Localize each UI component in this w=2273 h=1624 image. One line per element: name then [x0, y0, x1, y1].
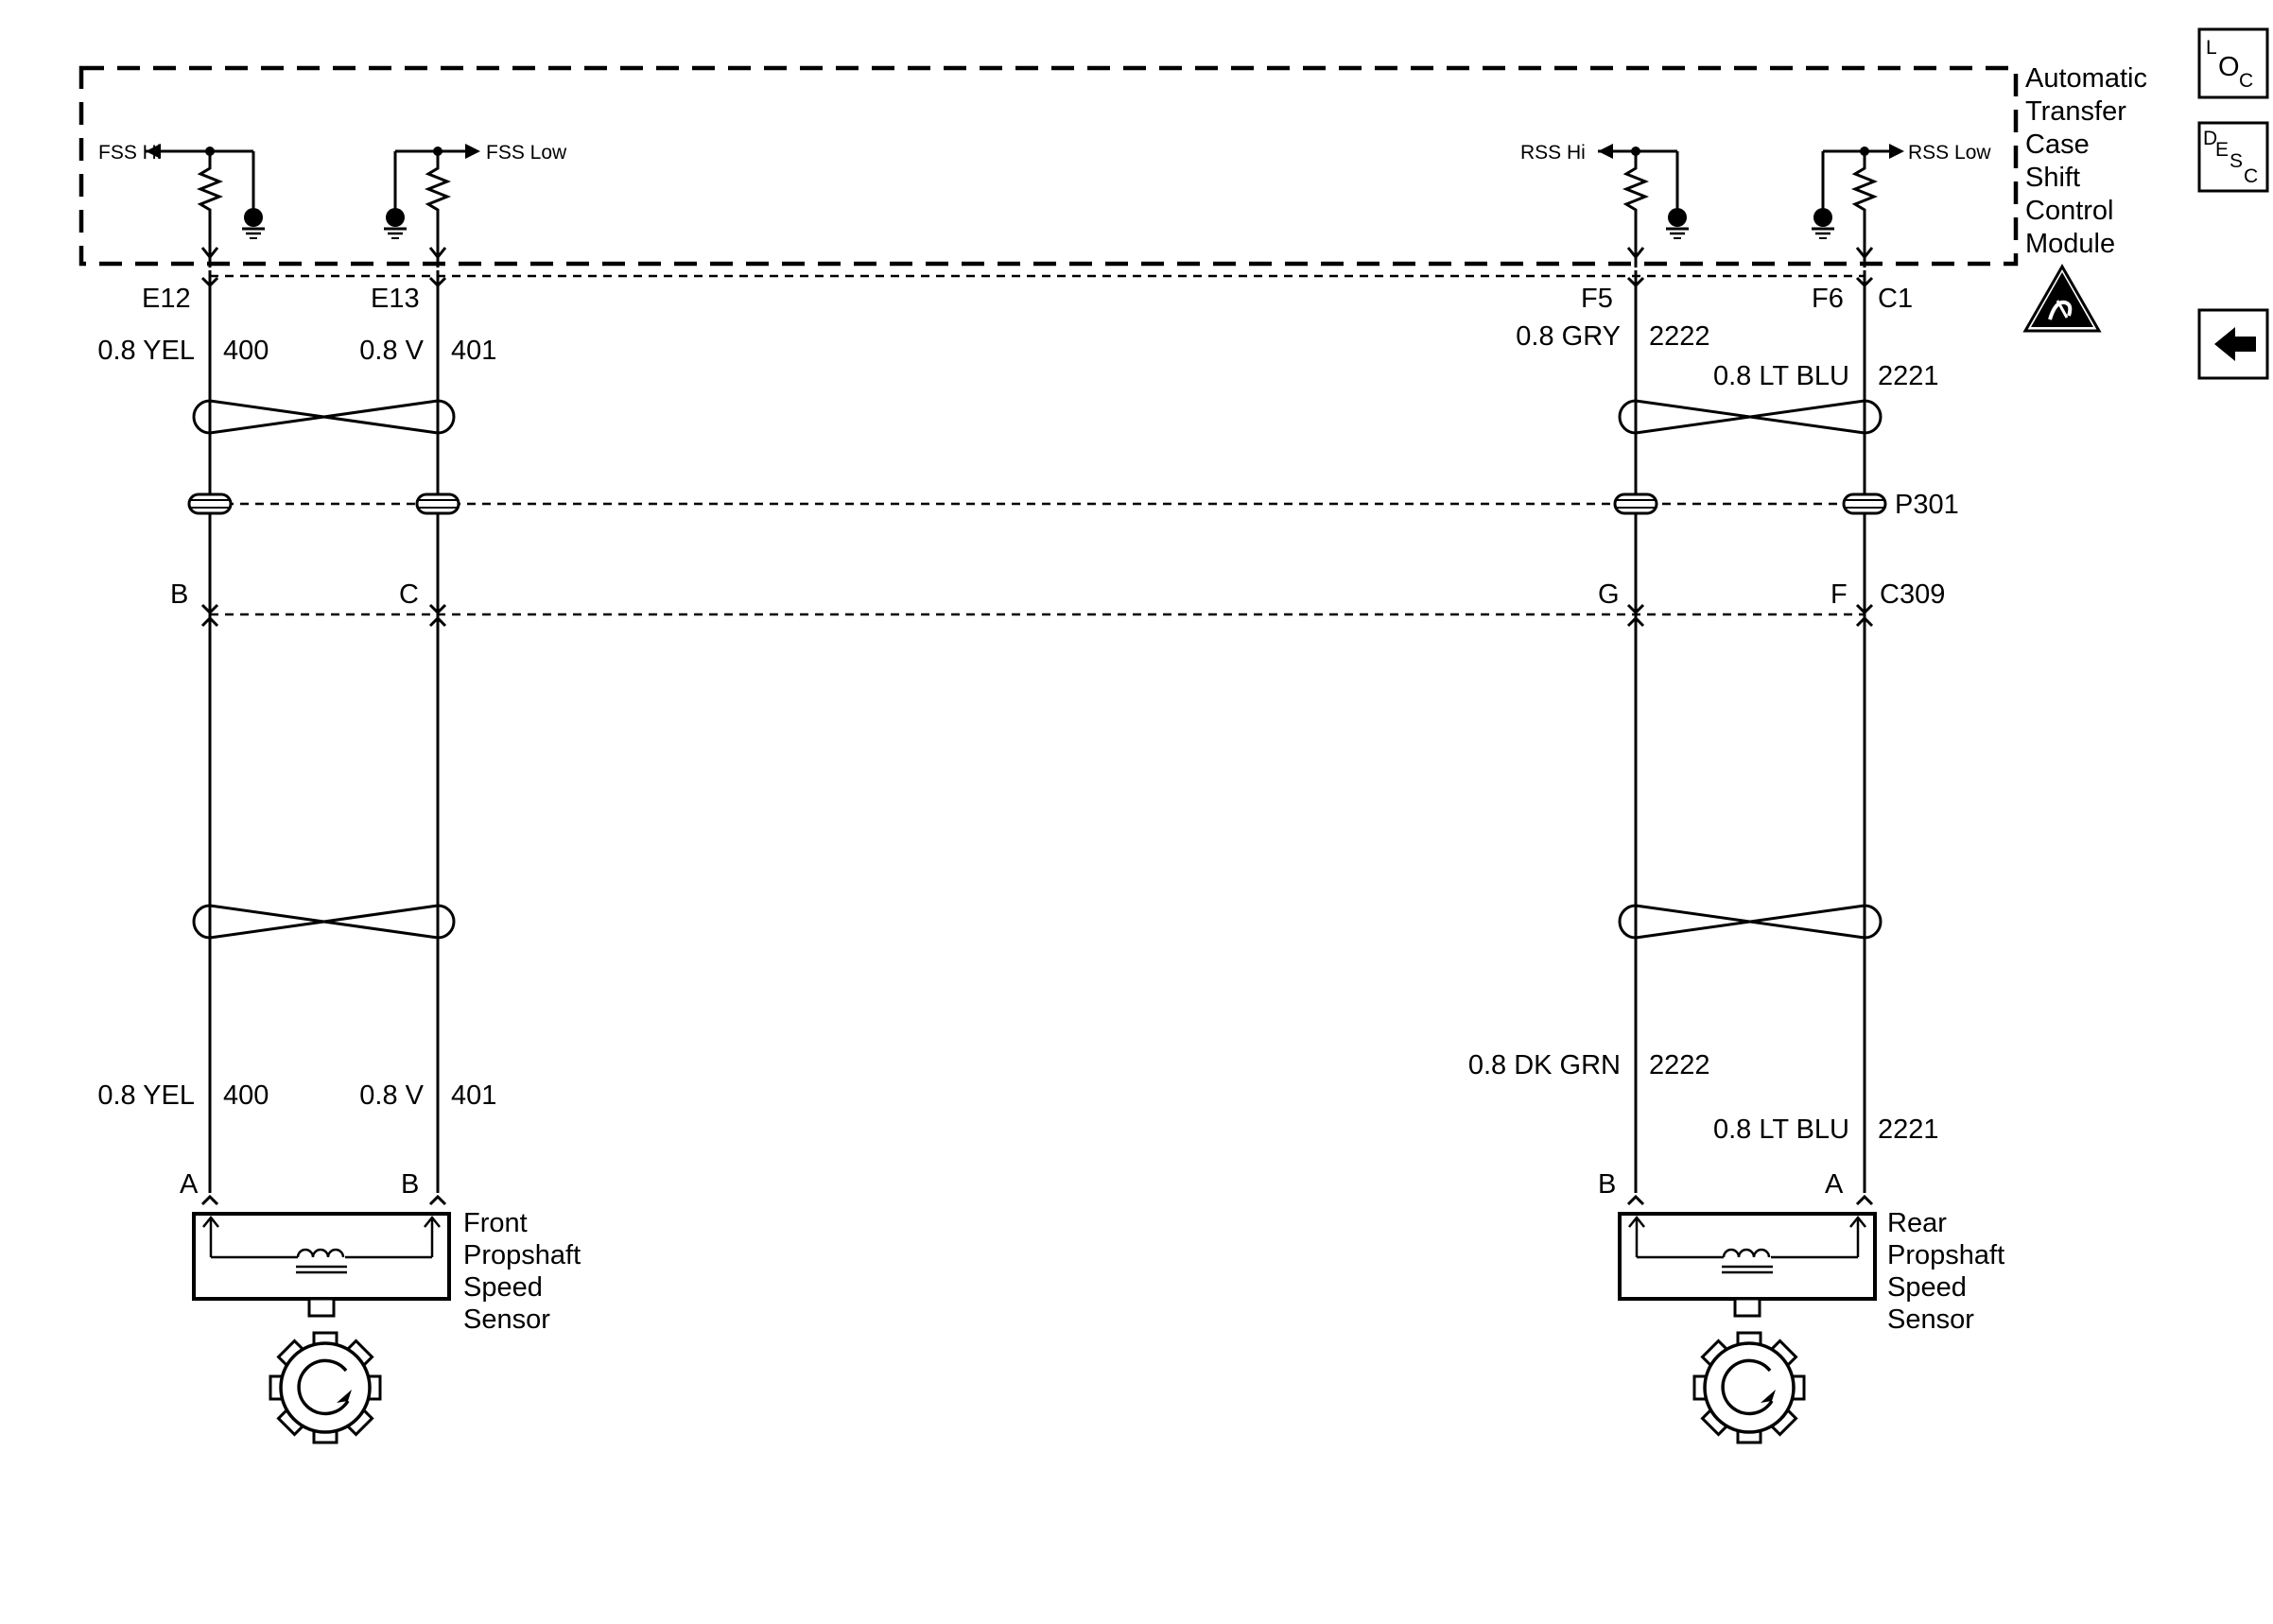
description-button-glyph: C: [2244, 165, 2258, 187]
module-pin-label: F6: [1812, 284, 1844, 314]
front-sensor-name-line: Front: [463, 1208, 528, 1238]
inline-pin-label: G: [1598, 579, 1620, 610]
module-pin-label: F5: [1581, 284, 1613, 314]
inline-pin-label: C: [399, 579, 419, 610]
location-button-glyph: O: [2218, 52, 2240, 82]
sensor-pin-label: A: [1825, 1169, 1844, 1200]
module-name-line: Case: [2025, 130, 2090, 160]
wire-color-label: 0.8 YEL: [97, 1080, 195, 1111]
circuit-number-label: 401: [451, 1080, 496, 1111]
twisted-pair-front-upper: [192, 399, 456, 435]
rss-hi-label: RSS Hi: [1520, 142, 1586, 164]
circuit-number-label: 2221: [1878, 1114, 1939, 1145]
fss-low-label: FSS Low: [486, 142, 567, 164]
circuit-number-label: 400: [223, 1080, 269, 1111]
back-button[interactable]: [2197, 308, 2269, 380]
description-button-glyph: E: [2215, 139, 2229, 161]
splice-pack-label: P301: [1895, 490, 1959, 520]
twisted-pair-front-lower: [192, 904, 456, 940]
circuit-number-label: 400: [223, 336, 269, 366]
location-button-glyph: C: [2239, 70, 2253, 92]
rear-reluctor-wheel-icon: [1670, 1308, 1829, 1467]
sensor-pin-label: A: [180, 1169, 199, 1200]
front-sensor-name-line: Sensor: [463, 1304, 550, 1335]
module-name: Automatic Transfer Case Shift Control Mo…: [2025, 63, 2155, 259]
wire-color-label: 0.8 LT BLU: [1713, 1114, 1849, 1145]
circuit-number-label: 401: [451, 336, 496, 366]
rear-sensor-name: Rear Propshaft Speed Sensor: [1887, 1208, 2012, 1335]
module-name-line: Control: [2025, 196, 2114, 226]
module-name-line: Shift: [2025, 163, 2080, 193]
rear-propshaft-speed-sensor: Rear Propshaft Speed Sensor: [1618, 1208, 2012, 1335]
fss-hi-circuit: FSS Hi: [98, 142, 267, 268]
module-name-line: Automatic: [2025, 63, 2147, 94]
front-propshaft-speed-sensor: Front Propshaft Speed Sensor: [192, 1208, 588, 1335]
sensor-pin-label: B: [1598, 1169, 1616, 1200]
wire-color-label: 0.8 YEL: [97, 336, 195, 366]
fss-hi-label: FSS Hi: [98, 142, 162, 164]
twisted-pair-rear-upper: [1618, 399, 1883, 435]
inline-pin-label: B: [170, 579, 188, 610]
front-sensor-name-line: Propshaft: [463, 1240, 581, 1270]
wire-color-label: 0.8 LT BLU: [1713, 361, 1849, 391]
module-name-line: Module: [2025, 229, 2115, 259]
rear-sensor-name-line: Speed: [1887, 1272, 1967, 1303]
inline-pin-label: F: [1831, 579, 1848, 610]
module-connector-label: C1: [1878, 284, 1913, 314]
circuit-number-label: 2222: [1649, 1050, 1710, 1080]
wire-color-label: 0.8 V: [359, 336, 424, 366]
front-sensor-name-line: Speed: [463, 1272, 543, 1303]
location-button-glyph: L: [2206, 37, 2217, 59]
rss-hi-circuit: RSS Hi: [1520, 142, 1691, 268]
inline-connector-label: C309: [1880, 579, 1945, 610]
splice-pack-terminals: [187, 492, 1887, 515]
fss-low-circuit: FSS Low: [382, 142, 567, 268]
front-sensor-name: Front Propshaft Speed Sensor: [463, 1208, 588, 1335]
module-name-line: Transfer: [2025, 96, 2126, 127]
front-reluctor-wheel-icon: [246, 1308, 405, 1467]
description-button[interactable]: D E S C: [2197, 121, 2269, 193]
electrostatic-discharge-icon: [2022, 263, 2102, 333]
rss-low-circuit: RSS Low: [1810, 142, 1991, 268]
left-arrow-icon: [2214, 327, 2256, 361]
circuit-number-label: 2222: [1649, 321, 1710, 352]
rear-sensor-name-line: Rear: [1887, 1208, 1947, 1238]
module-pin-label: E13: [371, 284, 420, 314]
wire-color-label: 0.8 DK GRN: [1468, 1050, 1621, 1080]
module-boundary: [78, 65, 2019, 267]
connector-terminals: [200, 276, 1874, 1206]
description-button-glyph: S: [2230, 150, 2243, 172]
module-pin-label: E12: [142, 284, 191, 314]
sensor-pin-label: B: [401, 1169, 419, 1200]
twisted-pair-rear-lower: [1618, 904, 1883, 940]
rss-low-label: RSS Low: [1908, 142, 1991, 164]
description-button-glyph: D: [2203, 128, 2217, 149]
wire-color-label: 0.8 GRY: [1516, 321, 1621, 352]
rear-sensor-name-line: Propshaft: [1887, 1240, 2004, 1270]
wire-color-label: 0.8 V: [359, 1080, 424, 1111]
circuit-number-label: 2221: [1878, 361, 1939, 391]
location-button[interactable]: L O C: [2197, 27, 2269, 99]
rear-sensor-name-line: Sensor: [1887, 1304, 1974, 1335]
